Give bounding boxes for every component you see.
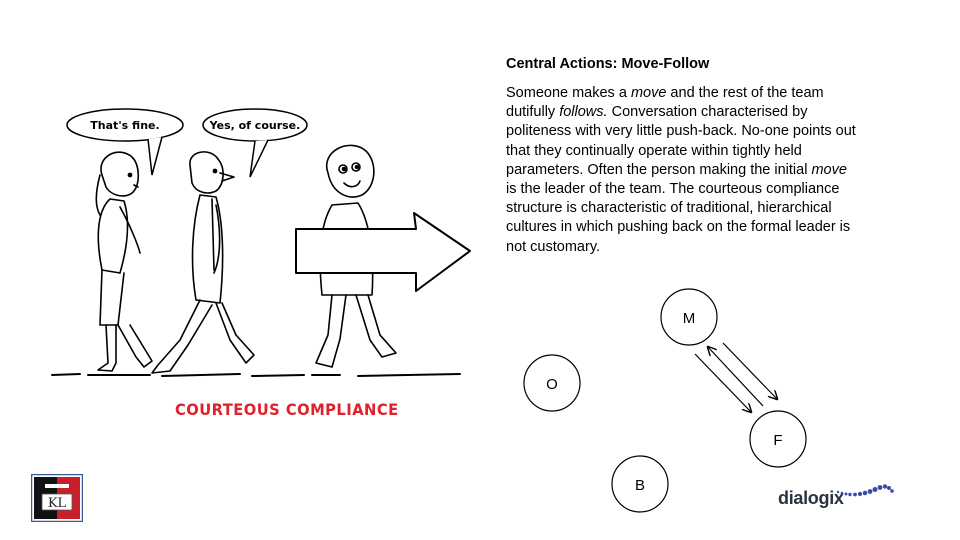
body-segment-italic: move — [630, 85, 667, 101]
body-segment-italic: follows. — [559, 104, 608, 121]
kl-logo-text: KL — [48, 496, 67, 511]
ground-lines — [51, 373, 461, 377]
courteous-compliance-cartoon: That's fine. Yes, of course. — [51, 108, 471, 377]
slide-title: Central Actions: Move-Follow — [506, 56, 710, 72]
node-o: O — [523, 354, 581, 412]
kl-logo-graphic: KL — [30, 473, 84, 523]
move-follow-diagram: M O F B — [523, 288, 807, 513]
arrow-f-to-m — [708, 347, 764, 407]
bubble-left-text: That's fine. — [90, 119, 159, 132]
body-segment: Someone makes a — [506, 85, 631, 101]
node-o-label: O — [546, 376, 558, 393]
body-segment: and the rest of the team dutifully — [506, 85, 824, 121]
speech-bubble-right: Yes, of course. — [202, 108, 308, 178]
man-figure-middle — [151, 151, 255, 374]
body-segment: is the leader of the team. The courteous… — [506, 181, 851, 255]
bubble-right-text: Yes, of course. — [209, 119, 301, 132]
dialogix-dots-icon — [836, 484, 894, 497]
slide-body-text: Someone makes a move and the rest of the… — [506, 84, 858, 257]
node-m: M — [660, 288, 718, 346]
arrow-m-to-f-inner — [694, 353, 751, 412]
woman-with-arrow-figure — [295, 144, 471, 368]
node-b-label: B — [635, 477, 645, 494]
node-b: B — [611, 455, 669, 513]
cartoon-caption: COURTEOUS COMPLIANCE — [175, 400, 399, 419]
speech-bubble-left: That's fine. — [66, 108, 184, 176]
kl-logo: KL — [30, 473, 84, 523]
node-f: F — [749, 410, 807, 468]
arrow-m-to-f-outer — [722, 342, 777, 399]
woman-figure-left — [95, 151, 153, 372]
node-m-label: M — [683, 310, 696, 327]
dialogix-logo: dialogix — [776, 478, 896, 512]
dialogix-logo-text: dialogix — [778, 488, 844, 508]
body-segment: Conversation characterised by politeness… — [506, 104, 856, 178]
body-segment-italic: move — [811, 161, 847, 178]
node-f-label: F — [773, 432, 782, 449]
